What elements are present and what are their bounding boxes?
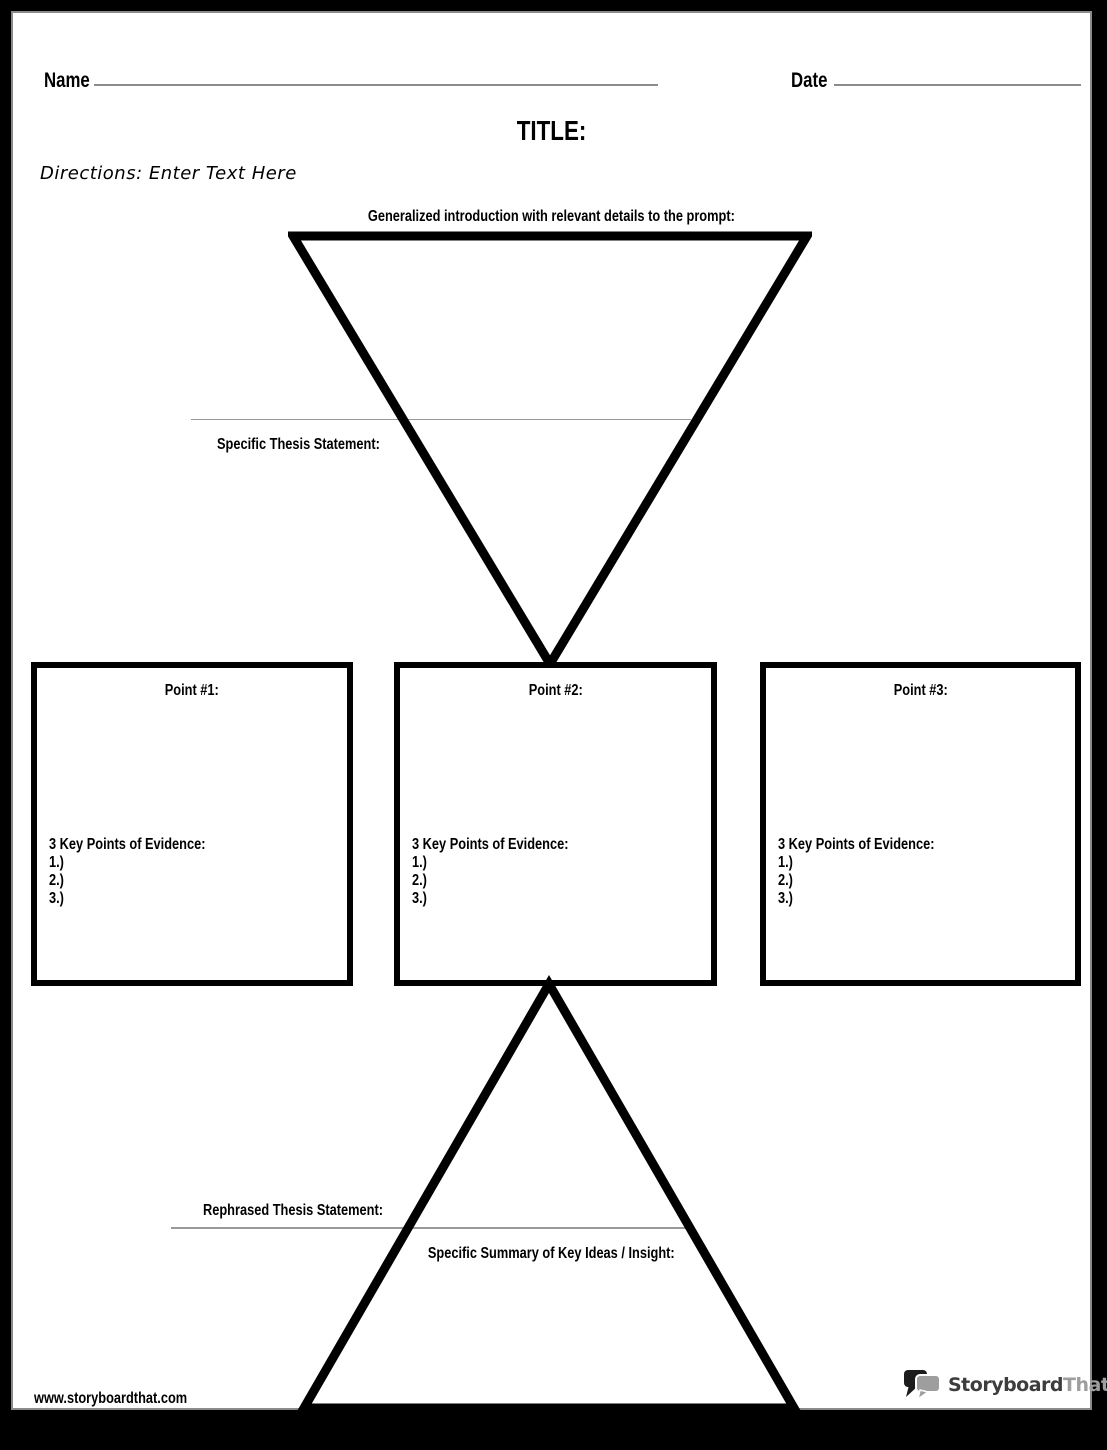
thesis-statement-label: Specific Thesis Statement:: [217, 436, 421, 454]
point-3-box: Point #3: 3 Key Points of Evidence: 1.) …: [760, 662, 1081, 986]
rephrased-thesis-label-text: Rephrased Thesis Statement:: [203, 1202, 383, 1219]
date-fill-line[interactable]: [834, 84, 1081, 86]
evidence-item: 3.): [412, 890, 427, 907]
evidence-item: 1.): [49, 854, 64, 871]
evidence-header: 3 Key Points of Evidence:: [49, 836, 206, 853]
website-url[interactable]: www.storyboardthat.com: [34, 1390, 225, 1408]
point-1-box: Point #1: 3 Key Points of Evidence: 1.) …: [31, 662, 353, 986]
evidence-item: 3.): [778, 890, 793, 907]
rephrased-thesis-line: [171, 1227, 687, 1229]
evidence-item: 1.): [778, 854, 793, 871]
thesis-statement-line: [191, 419, 691, 420]
point-2-box: Point #2: 3 Key Points of Evidence: 1.) …: [394, 662, 717, 986]
point-1-title-text: Point #1:: [164, 682, 220, 699]
summary-label: Specific Summary of Key Ideas / Insight:: [251, 1245, 851, 1263]
speech-bubbles-icon: [904, 1370, 941, 1401]
evidence-item: 3.): [49, 890, 64, 907]
point-2-evidence: 3 Key Points of Evidence: 1.) 2.) 3.): [412, 836, 608, 908]
summary-label-text: Specific Summary of Key Ideas / Insight:: [427, 1245, 675, 1262]
directions-text: Directions: Enter Text Here: [40, 163, 297, 184]
introduction-label-text: Generalized introduction with relevant d…: [368, 208, 735, 225]
evidence-item: 2.): [412, 872, 427, 889]
point-3-title: Point #3:: [766, 668, 1075, 700]
thesis-statement-label-text: Specific Thesis Statement:: [217, 436, 380, 453]
page-title-text: TITLE:: [516, 115, 587, 146]
name-fill-line[interactable]: [94, 84, 658, 86]
point-3-evidence: 3 Key Points of Evidence: 1.) 2.) 3.): [778, 836, 974, 908]
point-2-title-text: Point #2:: [528, 682, 583, 699]
conclusion-pyramid-triangle: [297, 975, 801, 1413]
evidence-header: 3 Key Points of Evidence:: [778, 836, 935, 853]
name-label-text: Name: [44, 69, 90, 92]
rephrased-thesis-label: Rephrased Thesis Statement:: [203, 1202, 428, 1220]
name-label: Name: [44, 69, 101, 93]
evidence-header: 3 Key Points of Evidence:: [412, 836, 569, 853]
storyboardthat-logo[interactable]: StoryboardThat: [903, 1369, 1107, 1401]
point-3-title-text: Point #3:: [893, 682, 948, 699]
point-1-title: Point #1:: [37, 668, 347, 700]
introduction-funnel-triangle: [288, 231, 812, 671]
date-label-text: Date: [791, 69, 828, 92]
logo-that-text: That: [1063, 1374, 1107, 1396]
page-title: TITLE:: [13, 115, 1090, 147]
introduction-label: Generalized introduction with relevant d…: [13, 208, 1090, 226]
worksheet-page: Name Date TITLE: Directions: Enter Text …: [11, 11, 1107, 1413]
date-label: Date: [791, 69, 837, 93]
evidence-item: 1.): [412, 854, 427, 871]
logo-storyboard-text: Storyboard: [948, 1374, 1064, 1396]
evidence-item: 2.): [49, 872, 64, 889]
website-url-text: www.storyboardthat.com: [34, 1390, 188, 1407]
point-2-title: Point #2:: [400, 668, 711, 700]
point-1-evidence: 3 Key Points of Evidence: 1.) 2.) 3.): [49, 836, 245, 908]
evidence-item: 2.): [778, 872, 793, 889]
logo-wordmark: StoryboardThat: [948, 1374, 1107, 1396]
